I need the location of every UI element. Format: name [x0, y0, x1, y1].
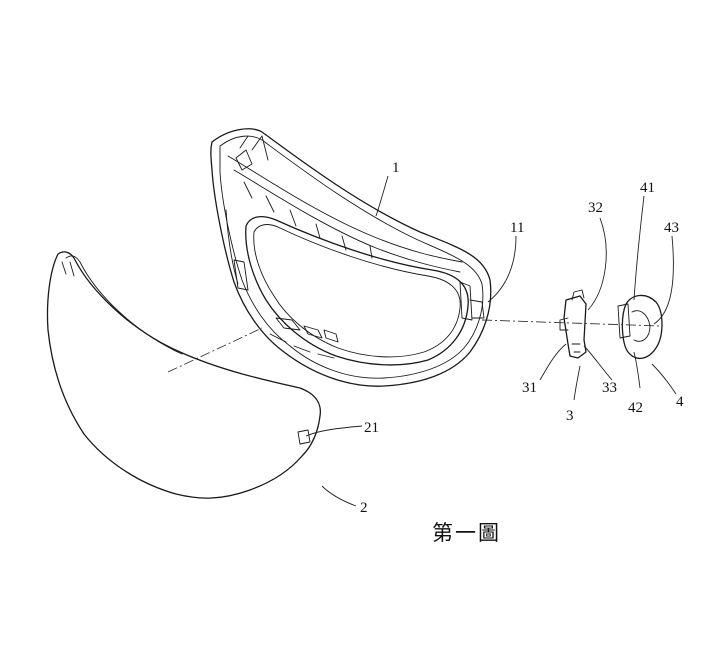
side-plate [617, 294, 663, 359]
assembly-axis-lens [167, 327, 263, 373]
figure-caption: 第一圖 [432, 521, 501, 545]
label-2: 2 [360, 500, 368, 516]
label-31: 31 [522, 380, 537, 396]
label-21: 21 [364, 420, 379, 436]
assembly-axis-frame [481, 319, 661, 327]
label-42: 42 [628, 400, 643, 416]
label-43: 43 [664, 220, 679, 236]
label-11: 11 [510, 220, 524, 236]
clip-bracket [559, 289, 587, 359]
goggle-lens [46, 251, 322, 499]
label-1: 1 [392, 160, 400, 176]
leader-lines [305, 175, 677, 507]
label-3: 3 [566, 408, 574, 424]
label-33: 33 [602, 380, 617, 396]
label-41: 41 [640, 180, 655, 196]
goggle-frame [210, 128, 492, 387]
label-32: 32 [588, 200, 603, 216]
label-4: 4 [676, 394, 684, 410]
